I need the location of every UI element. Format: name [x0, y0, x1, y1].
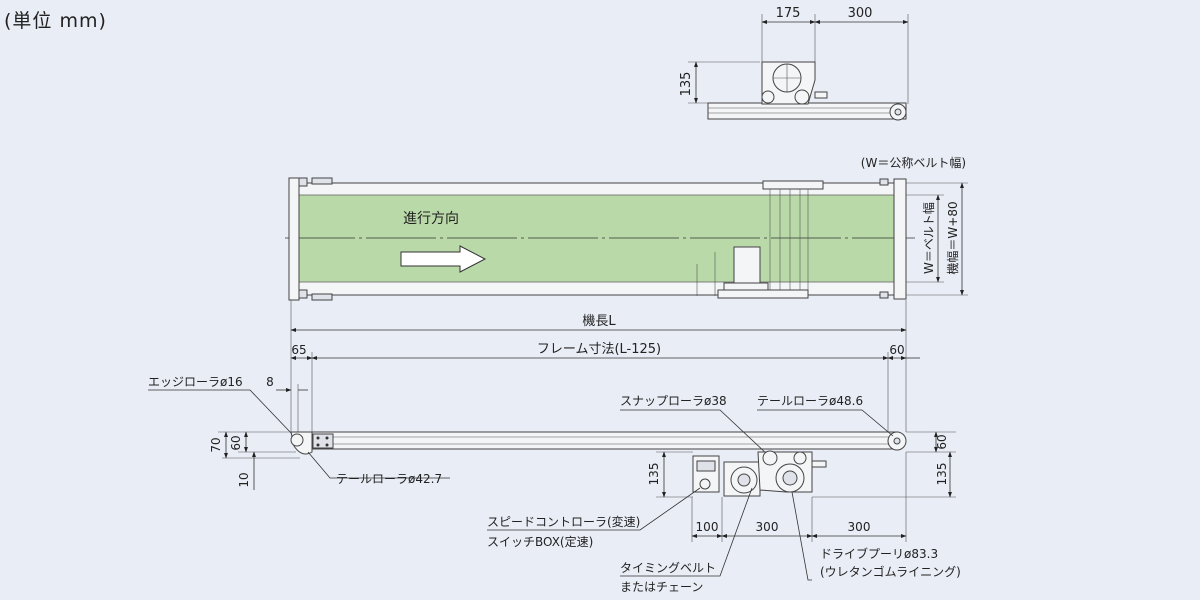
frame-dim-label: フレーム寸法(L-125) [537, 342, 661, 357]
tail-roller-left-label: テールローラø42.7 [336, 472, 442, 486]
edge-roller [290, 433, 304, 447]
top-end-view: 175 300 135 [679, 6, 909, 121]
edge-roller-label: エッジローラø16 [148, 375, 243, 389]
dim-135-right-text: 135 [935, 463, 949, 486]
conveyor-belt [292, 194, 907, 283]
dim-135-left-text: 135 [647, 463, 661, 486]
timing-belt-label-1: タイミングベルト [620, 561, 716, 575]
dim-300-text: 300 [848, 6, 873, 21]
side-frame [299, 431, 899, 450]
belt-width-label: W＝ベルト幅 [921, 202, 936, 274]
dim-100-text: 100 [696, 520, 719, 534]
dim-175-text: 175 [776, 6, 801, 21]
urethane-label: (ウレタンゴムライニング) [820, 564, 961, 579]
tail-roller-right-label: テールローラø48.6 [757, 394, 863, 408]
snap-roller [762, 450, 778, 466]
timing-belt-label-2: またはチェーン [620, 580, 703, 594]
direction-label: 進行方向 [403, 211, 459, 227]
switch-box-label: スイッチBOX(定速) [487, 534, 593, 549]
w-note: (W＝公称ベルト幅) [861, 155, 966, 170]
dim-65-text: 65 [291, 343, 306, 357]
dim-8-text: 8 [266, 375, 274, 389]
dim-70-text: 70 [209, 437, 223, 452]
top-frame-rail [707, 102, 907, 120]
dim-60-right-text: 60 [889, 343, 904, 357]
machine-width-label: 機幅＝W+80 [945, 201, 960, 274]
drive-pulley-label: ドライブプーリø83.3 [820, 546, 938, 561]
unit-label: (単位 mm) [4, 10, 107, 32]
side-view: 65 フレーム寸法(L-125) 60 8 エッジローラø16 70 60 [148, 342, 961, 594]
plan-view: (W＝公称ベルト幅) 進行方向 [285, 155, 968, 432]
dim-60-right-h-text: 60 [935, 434, 949, 449]
machine-length-label: 機長L [582, 314, 616, 329]
dim-300-a-text: 300 [756, 520, 779, 534]
speed-controller-label: スピードコントローラ(変速) [487, 514, 640, 529]
top-snap-roller [761, 90, 775, 104]
dim-60-left-text: 60 [229, 435, 243, 450]
dim-135-text: 135 [679, 72, 694, 97]
dim-300-b-text: 300 [848, 520, 871, 534]
snap-roller-label: スナップローラø38 [620, 394, 727, 408]
dim-10-text: 10 [237, 472, 251, 487]
direction-arrow [400, 245, 487, 273]
